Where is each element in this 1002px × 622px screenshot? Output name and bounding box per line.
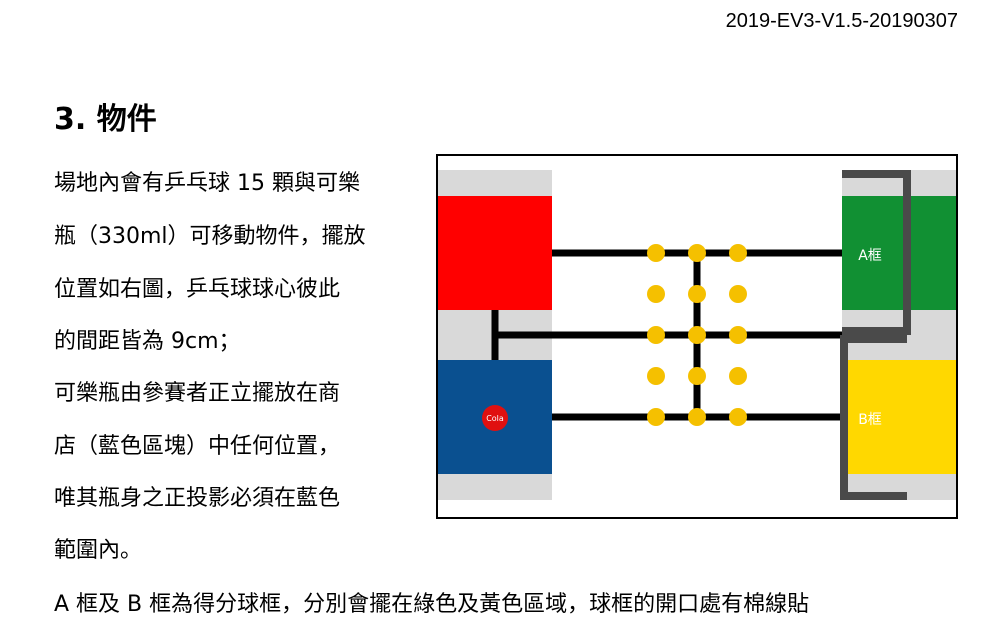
bottom-paragraph-line: A 框及 B 框為得分球框，分別會擺在綠色及黃色區域，球框的開口處有棉線貼: [54, 592, 810, 617]
ping-pong-ball: [647, 408, 665, 426]
frame-b: [840, 335, 907, 500]
ping-pong-ball: [729, 408, 747, 426]
ping-pong-ball: [729, 285, 747, 303]
section-title: 3. 物件: [54, 102, 157, 137]
paragraph-line: 位置如右圖，乒乓球球心彼此: [54, 277, 341, 302]
ping-pong-ball: [688, 408, 706, 426]
document-id: 2019-EV3-V1.5-20190307: [725, 10, 958, 32]
frame-a: [842, 170, 911, 335]
cola-label: Cola: [486, 414, 504, 423]
ping-pong-ball: [647, 244, 665, 262]
field-diagram: Cola A框 B框: [436, 154, 958, 519]
ping-pong-ball: [688, 285, 706, 303]
paragraph-line: 的間距皆為 9cm；: [54, 329, 241, 354]
paragraph-line: 場地內會有乒乓球 15 顆與可樂: [54, 171, 360, 196]
cola-can-icon: [482, 405, 508, 431]
ping-pong-ball: [688, 367, 706, 385]
grey-zone-top-left: [438, 170, 552, 196]
ping-pong-balls: [647, 244, 747, 426]
green-zone: [842, 196, 956, 310]
ping-pong-ball: [688, 326, 706, 344]
paragraph-line: 店（藍色區塊）中任何位置，: [54, 434, 341, 459]
grey-zone-bottom-left: [438, 474, 552, 500]
frame-b-label: B框: [858, 412, 882, 428]
ping-pong-ball: [647, 285, 665, 303]
yellow-zone: [842, 360, 956, 474]
paragraph-line: 範圍內。: [54, 538, 143, 563]
paragraph-line: 可樂瓶由參賽者正立擺放在商: [54, 381, 341, 406]
ping-pong-ball: [729, 326, 747, 344]
field-diagram-svg: Cola A框 B框: [438, 170, 956, 500]
paragraph-line: 唯其瓶身之正投影必須在藍色: [54, 486, 341, 511]
red-zone: [438, 196, 552, 310]
ping-pong-ball: [729, 244, 747, 262]
paragraph-line: 瓶（330ml）可移動物件，擺放: [54, 224, 366, 249]
frame-a-label: A框: [858, 248, 882, 264]
ping-pong-ball: [688, 244, 706, 262]
ping-pong-ball: [647, 326, 665, 344]
ping-pong-ball: [729, 367, 747, 385]
ping-pong-ball: [647, 367, 665, 385]
